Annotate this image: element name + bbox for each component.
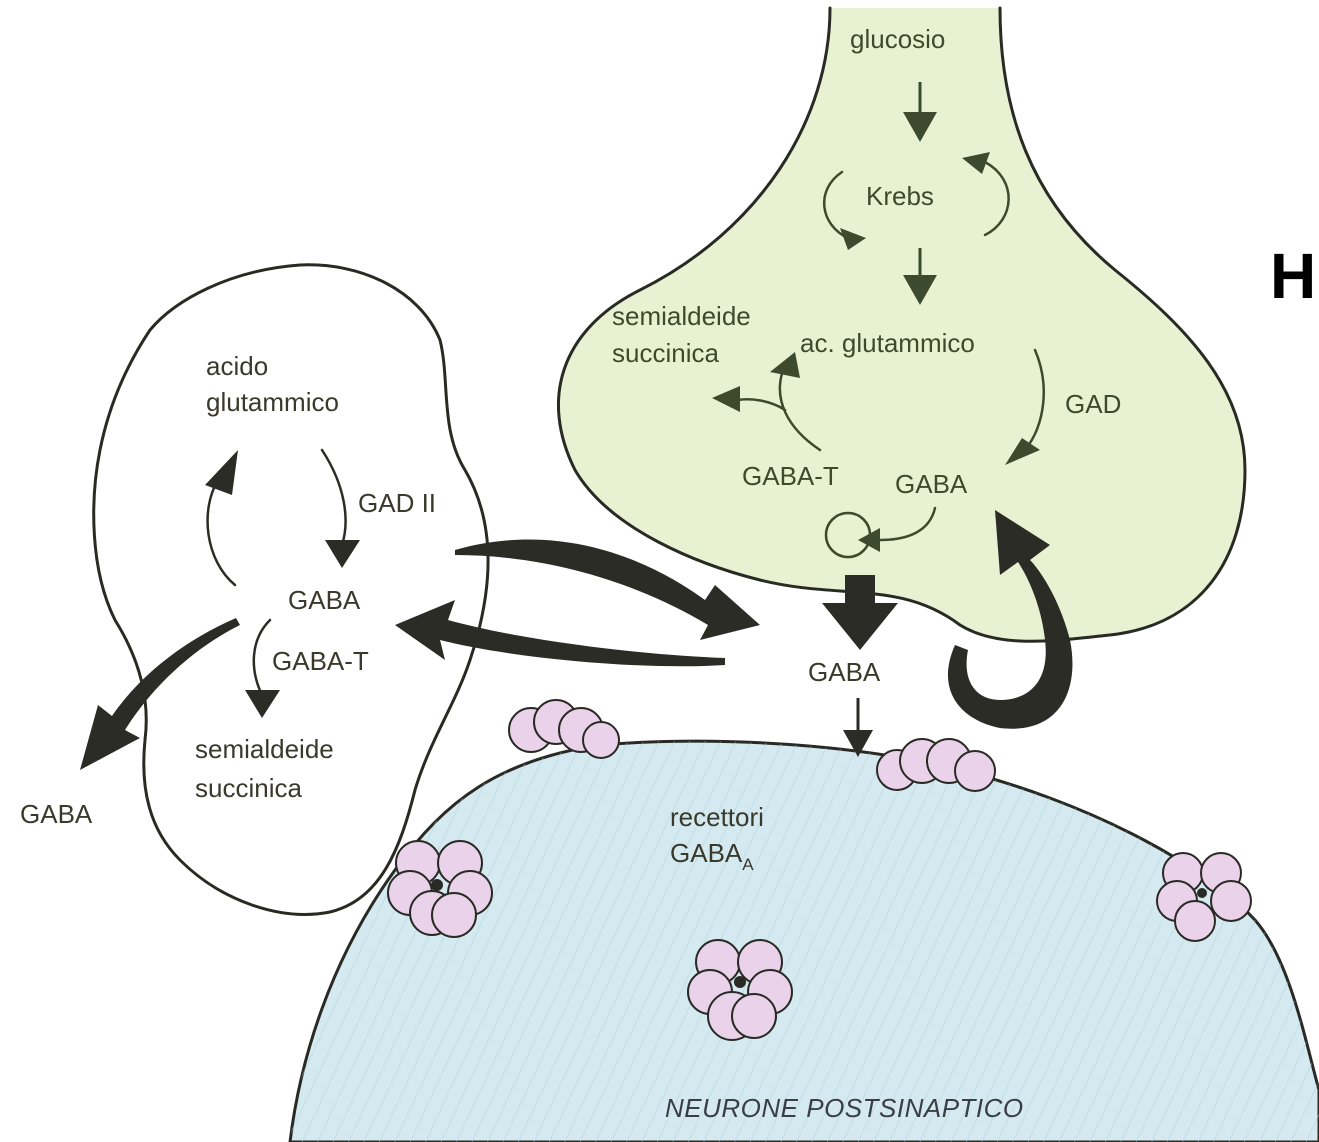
label-gaba-presynaptic: GABA	[895, 469, 968, 499]
label-glia-glutamic-2: glutammico	[206, 387, 339, 417]
label-gad-ii: GAD II	[358, 488, 436, 518]
label-semialdehyde-glia-1: semialdeide	[195, 734, 334, 764]
label-gaba-t-presynaptic: GABA-T	[742, 461, 839, 491]
label-postsynaptic-neuron: NEURONE POSTSINAPTICO	[665, 1093, 1024, 1123]
panel-letter: H	[1270, 240, 1316, 312]
receptor-cluster-top-left	[509, 700, 619, 758]
glial-pathway-arrows	[205, 450, 360, 718]
glia-gaba-to-glutamate-arrow	[208, 480, 235, 585]
label-semialdehyde-presynaptic-1: semialdeide	[612, 301, 751, 331]
glia-gabat-arrow	[254, 620, 270, 695]
postsynaptic-neuron	[290, 741, 1319, 1142]
gaba-uptake-glia-arrow	[395, 600, 725, 666]
postsynaptic-hatching	[290, 741, 1319, 1142]
label-glucose: glucosio	[850, 24, 945, 54]
label-semialdehyde-presynaptic-2: succinica	[612, 338, 719, 368]
label-gaba-out: GABA	[20, 799, 93, 829]
label-gad: GAD	[1065, 389, 1121, 419]
label-glia-glutamic-1: acido	[206, 351, 268, 381]
label-gaba-t-glia: GABA-T	[272, 646, 369, 676]
label-krebs: Krebs	[866, 181, 934, 211]
label-gaba-cleft: GABA	[808, 657, 881, 687]
glia-gadii-arrow	[322, 450, 346, 545]
gaba-release-arrow	[822, 603, 898, 650]
label-gaba-glia: GABA	[288, 585, 361, 615]
label-glutamic-acid: ac. glutammico	[800, 328, 975, 358]
label-receptors-1: recettori	[670, 802, 764, 832]
label-semialdehyde-glia-2: succinica	[195, 773, 302, 803]
